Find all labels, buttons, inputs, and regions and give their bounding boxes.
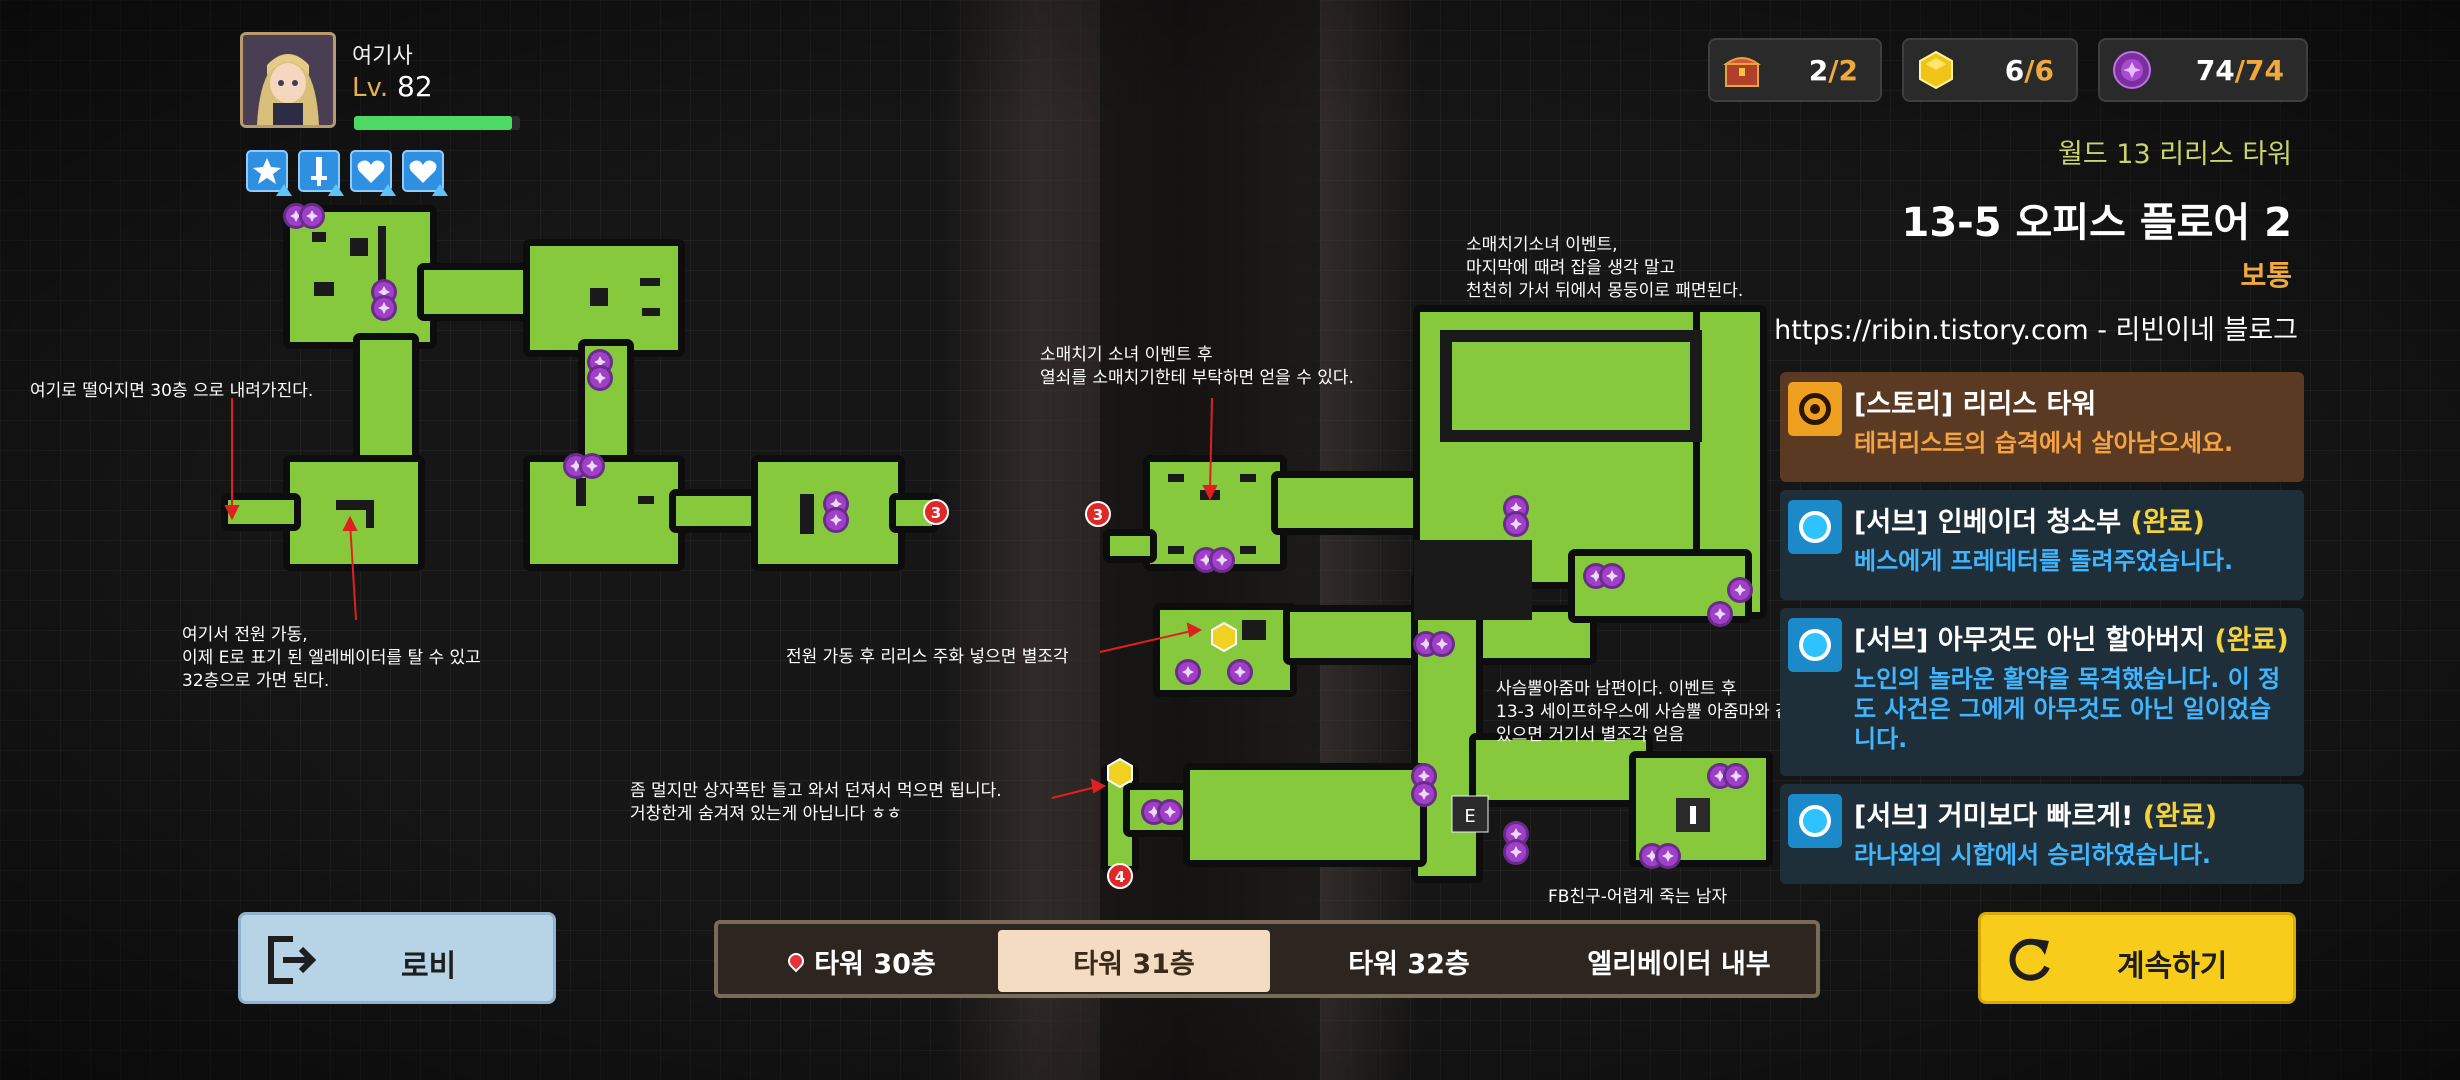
tab-label: 타워 31층 — [1073, 948, 1195, 980]
coin-current: 74 — [2195, 54, 2235, 87]
exit-door-icon — [1690, 806, 1696, 824]
quest-desc: 베스에게 프레데터를 돌려주었습니다. — [1854, 547, 2234, 575]
quest-story[interactable]: [스토리] 리리스 타워 테러리스트의 습격에서 살아남으세요. — [1780, 372, 2304, 482]
resource-chest[interactable]: 2/2 — [1708, 38, 1882, 102]
player-avatar[interactable] — [240, 32, 336, 128]
hp-bar-fill — [354, 116, 512, 130]
player-name: 여기사 — [352, 44, 413, 69]
buff-list — [246, 150, 448, 196]
portal-number: 3 — [931, 504, 941, 522]
map-corridor — [1103, 529, 1157, 563]
map-corridor — [353, 333, 419, 477]
difficulty-label: 보통 — [2240, 259, 2292, 292]
resource-gold-cube[interactable]: 6/6 — [1902, 38, 2078, 102]
blog-watermark: https://ribin.tistory.com - 리빈이네 블로그 — [1774, 315, 2298, 346]
quest-status: (완료) — [2142, 801, 2218, 832]
portal-number: 4 — [1115, 868, 1125, 886]
quest-circle-icon — [1788, 618, 1842, 672]
level-value: 82 — [397, 70, 433, 103]
heart-icon[interactable] — [350, 150, 396, 196]
location-pin-icon — [784, 949, 808, 973]
star-fragment-markers — [1107, 621, 1237, 789]
map-room — [283, 205, 437, 349]
portal-marker — [923, 499, 949, 525]
map-corridor — [1469, 733, 1653, 807]
note-power: 여기서 전원 가동, 이제 E로 표기 된 엘레베이터를 탈 수 있고 32층으… — [182, 625, 481, 691]
quest-status: (완료) — [2130, 507, 2205, 538]
map-room — [523, 455, 685, 571]
quest-desc: 테러리스트의 습격에서 살아남으세요. — [1854, 429, 2234, 457]
note-bomb: 좀 멀지만 상자폭탄 들고 와서 던져서 먹으면 됩니다. 거창한게 숨겨져 있… — [630, 781, 1002, 824]
exit-icon — [268, 936, 317, 984]
chest-max: 2 — [1838, 54, 1858, 87]
map-corridor — [221, 493, 301, 531]
portal-marker — [1085, 501, 1111, 527]
quest-title: [서브] 거미보다 빠르게! — [1854, 801, 2134, 832]
player-level: Lv. 82 — [352, 70, 433, 103]
note-girl-event: 소매치기소녀 이벤트, 마지막에 때려 잡을 생각 말고 천천히 가서 뒤에서 … — [1466, 235, 1744, 301]
continue-label: 계속하기 — [2117, 949, 2228, 984]
quest-title: [서브] 아무것도 아닌 할아버지 — [1854, 625, 2205, 656]
resource-purple-coin[interactable]: 74/74 — [2098, 38, 2308, 102]
note-girl-key: 소매치기 소녀 이벤트 후 열쇠를 소매치기한테 부탁하면 얻을 수 있다. — [1040, 345, 1354, 388]
note-fall: 여기로 떨어지면 30층 으로 내려가진다. — [30, 381, 314, 401]
quest-desc: 노인의 놀라운 활약을 목격했습니다. 이 정도 사건은 그에게 아무것도 아닌… — [1854, 665, 2281, 753]
quest-title: [서브] 인베이더 청소부 — [1854, 507, 2122, 538]
chest-icon — [1722, 57, 1762, 87]
hp-bar — [354, 116, 520, 130]
sword-icon[interactable] — [298, 150, 344, 196]
quest-circle-icon — [1788, 500, 1842, 554]
stage-title: 13-5 오피스 플로어 2 — [1901, 200, 2292, 246]
tab-floor-32[interactable]: 타워 32층 — [1274, 930, 1544, 992]
target-icon — [1788, 382, 1842, 436]
annotation-arrows — [224, 397, 1218, 799]
quest-sub-2[interactable]: [서브] 아무것도 아닌 할아버지 (완료) 노인의 놀라운 활약을 목격했습니… — [1780, 608, 2304, 776]
elevator-marker: E — [1464, 806, 1475, 827]
coin-max: 74 — [2245, 54, 2284, 87]
purple-coin-icon — [2113, 51, 2151, 89]
quest-desc: 라나와의 시합에서 승리하였습니다. — [1854, 841, 2212, 869]
quest-status: (완료) — [2214, 625, 2289, 656]
portal-marker — [1107, 863, 1133, 889]
map-room — [1413, 305, 1727, 589]
tab-floor-31[interactable]: 타워 31층 — [998, 930, 1270, 992]
note-husband: 사슴뿔아줌마 남편이다. 이벤트 후 13-3 세이프하우스에 사슴뿔 아줌마와… — [1496, 679, 1806, 745]
floor-tabs: 타워 30층 타워 31층 타워 32층 엘리베이터 내부 — [714, 920, 1820, 998]
map-corridor — [1271, 471, 1427, 535]
chest-current: 2 — [1808, 54, 1829, 87]
continue-button[interactable]: 계속하기 — [1978, 912, 2296, 1004]
level-label: Lv. — [352, 73, 389, 103]
lobby-label: 로비 — [401, 949, 457, 984]
map-corridor — [417, 263, 541, 321]
lobby-button[interactable]: 로비 — [238, 912, 556, 1004]
quest-circle-icon — [1788, 794, 1842, 848]
tab-label: 타워 30층 — [814, 948, 936, 980]
note-lilith: 전원 가동 후 리리스 주화 넣으면 별조각 — [786, 647, 1069, 667]
cube-current: 6 — [2004, 54, 2025, 87]
note-fb: FB친구-어렵게 죽는 남자 — [1548, 887, 1728, 907]
star-icon[interactable] — [246, 150, 292, 196]
tab-elevator[interactable]: 엘리베이터 내부 — [1548, 930, 1810, 992]
portal-number: 3 — [1093, 506, 1103, 524]
world-title: 월드 13 리리스 타워 — [2058, 139, 2292, 170]
quest-title: [스토리] 리리스 타워 — [1854, 389, 2097, 420]
heart-icon[interactable] — [402, 150, 448, 196]
quest-sub-1[interactable]: [서브] 인베이더 청소부 (완료) 베스에게 프레데터를 돌려주었습니다. — [1780, 490, 2304, 600]
quest-sub-3[interactable]: [서브] 거미보다 빠르게! (완료) 라나와의 시합에서 승리하였습니다. — [1780, 784, 2304, 884]
map-corridor — [669, 489, 767, 533]
tab-label: 엘리베이터 내부 — [1587, 948, 1771, 980]
refresh-icon — [2009, 938, 2050, 981]
map-room — [1183, 763, 1427, 867]
tab-label: 타워 32층 — [1348, 948, 1470, 980]
tab-floor-30[interactable]: 타워 30층 — [732, 930, 992, 992]
map-room — [283, 455, 425, 571]
gold-cube-icon — [1919, 50, 1953, 90]
cube-max: 6 — [2034, 54, 2054, 87]
